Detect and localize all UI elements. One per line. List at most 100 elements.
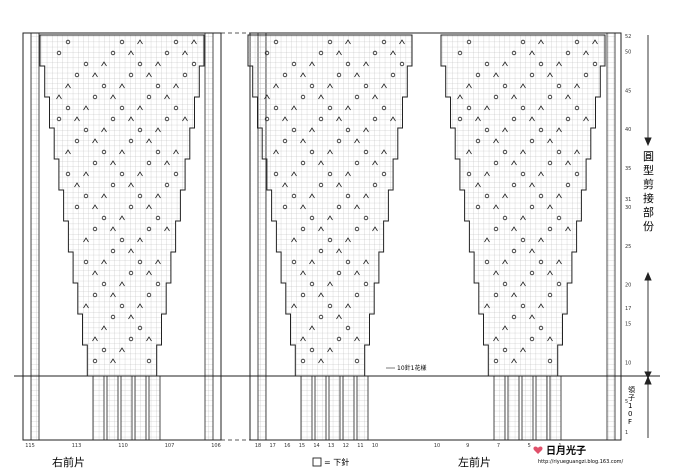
yarn-over-symbol <box>182 72 188 78</box>
rib-column <box>356 375 369 441</box>
yarn-over-symbol <box>119 171 125 177</box>
yoke-arrow-up <box>644 271 652 281</box>
yarn-over-symbol <box>300 292 306 298</box>
decrease-symbol <box>83 171 89 177</box>
decrease-symbol <box>493 270 499 276</box>
yarn-over-symbol <box>484 259 490 265</box>
yarn-over-symbol <box>101 281 107 287</box>
yarn-over-symbol <box>520 303 526 309</box>
decrease-symbol <box>520 83 526 89</box>
yarn-over-symbol <box>65 105 71 111</box>
decrease-symbol <box>119 347 125 353</box>
yarn-over-symbol <box>336 138 342 144</box>
decrease-symbol <box>556 127 562 133</box>
yoke-middle <box>247 34 413 377</box>
yarn-over-symbol <box>547 226 553 232</box>
yarn-over-symbol <box>282 204 288 210</box>
decrease-symbol <box>65 83 71 89</box>
yarn-over-symbol <box>327 105 333 111</box>
yarn-over-symbol <box>173 171 179 177</box>
yarn-over-symbol <box>173 39 179 45</box>
decrease-symbol <box>119 149 125 155</box>
yarn-over-symbol <box>56 116 62 122</box>
decrease-symbol <box>309 61 315 67</box>
yarn-over-symbol <box>173 105 179 111</box>
decrease-symbol <box>300 138 306 144</box>
yarn-over-symbol <box>101 83 107 89</box>
decrease-symbol <box>318 358 324 364</box>
yarn-over-symbol <box>137 193 143 199</box>
yarn-over-symbol <box>484 61 490 67</box>
yarn-over-symbol <box>381 171 387 177</box>
decrease-symbol <box>327 215 333 221</box>
decrease-symbol <box>592 39 598 45</box>
ribbing-right <box>92 375 161 441</box>
logo-url: http://riyueguangzi.blog.163.com/ <box>538 459 624 465</box>
yarn-over-symbol <box>475 204 481 210</box>
decrease-symbol <box>83 303 89 309</box>
yarn-over-symbol <box>502 215 508 221</box>
yarn-over-symbol <box>390 72 396 78</box>
decrease-symbol <box>110 226 116 232</box>
decrease-symbol <box>56 94 62 100</box>
decrease-symbol <box>110 160 116 166</box>
decrease-symbol <box>529 50 535 56</box>
yarn-over-symbol <box>345 127 351 133</box>
decrease-symbol <box>146 72 152 78</box>
yarn-over-symbol <box>475 72 481 78</box>
yarn-over-symbol <box>475 138 481 144</box>
decrease-symbol <box>336 248 342 254</box>
yarn-over-symbol <box>101 149 107 155</box>
legend-text: = 下針 <box>324 457 349 467</box>
yarn-over-symbol <box>128 336 134 342</box>
row-number: 17 <box>625 306 631 312</box>
yarn-over-symbol <box>583 72 589 78</box>
decrease-symbol <box>327 281 333 287</box>
yarn-over-symbol <box>128 72 134 78</box>
decrease-symbol <box>583 50 589 56</box>
rib-column <box>342 375 355 441</box>
yarn-over-symbol <box>273 171 279 177</box>
yarn-over-symbol <box>538 61 544 67</box>
yarn-over-symbol <box>110 314 116 320</box>
decrease-symbol <box>101 193 107 199</box>
yarn-over-symbol <box>529 72 535 78</box>
decrease-symbol <box>502 193 508 199</box>
yarn-over-symbol <box>146 292 152 298</box>
yarn-over-symbol <box>336 72 342 78</box>
decrease-symbol <box>101 259 107 265</box>
decrease-symbol <box>354 270 360 276</box>
yarn-over-symbol <box>363 83 369 89</box>
yarn-over-symbol <box>291 259 297 265</box>
yarn-over-symbol <box>110 50 116 56</box>
rib-column <box>328 375 341 441</box>
yarn-over-symbol <box>511 50 517 56</box>
yarn-over-symbol <box>83 193 89 199</box>
stitch-number: 1 <box>558 443 561 449</box>
rib-column <box>535 375 548 441</box>
decrease-symbol <box>547 204 553 210</box>
yarn-over-symbol <box>327 237 333 243</box>
yarn-over-symbol <box>484 193 490 199</box>
yarn-over-symbol <box>354 358 360 364</box>
yarn-over-symbol <box>547 292 553 298</box>
decrease-symbol <box>110 358 116 364</box>
decrease-symbol <box>291 303 297 309</box>
yarn-over-symbol <box>155 149 161 155</box>
ribbing-middle <box>300 375 369 441</box>
row-number: 40 <box>625 127 631 133</box>
decrease-symbol <box>529 116 535 122</box>
yarn-over-symbol <box>345 259 351 265</box>
yarn-over-symbol <box>291 61 297 67</box>
yarn-over-symbol <box>155 281 161 287</box>
decrease-symbol <box>164 94 170 100</box>
yarn-over-symbol <box>137 127 143 133</box>
row-number: 10 <box>625 360 631 366</box>
decrease-symbol <box>173 149 179 155</box>
decrease-symbol <box>110 94 116 100</box>
yarn-over-symbol <box>264 50 270 56</box>
stitch-number: 110 <box>118 443 128 449</box>
yarn-over-symbol <box>101 347 107 353</box>
panel-connectors <box>221 32 250 441</box>
stitch-number: 14 <box>313 443 319 449</box>
